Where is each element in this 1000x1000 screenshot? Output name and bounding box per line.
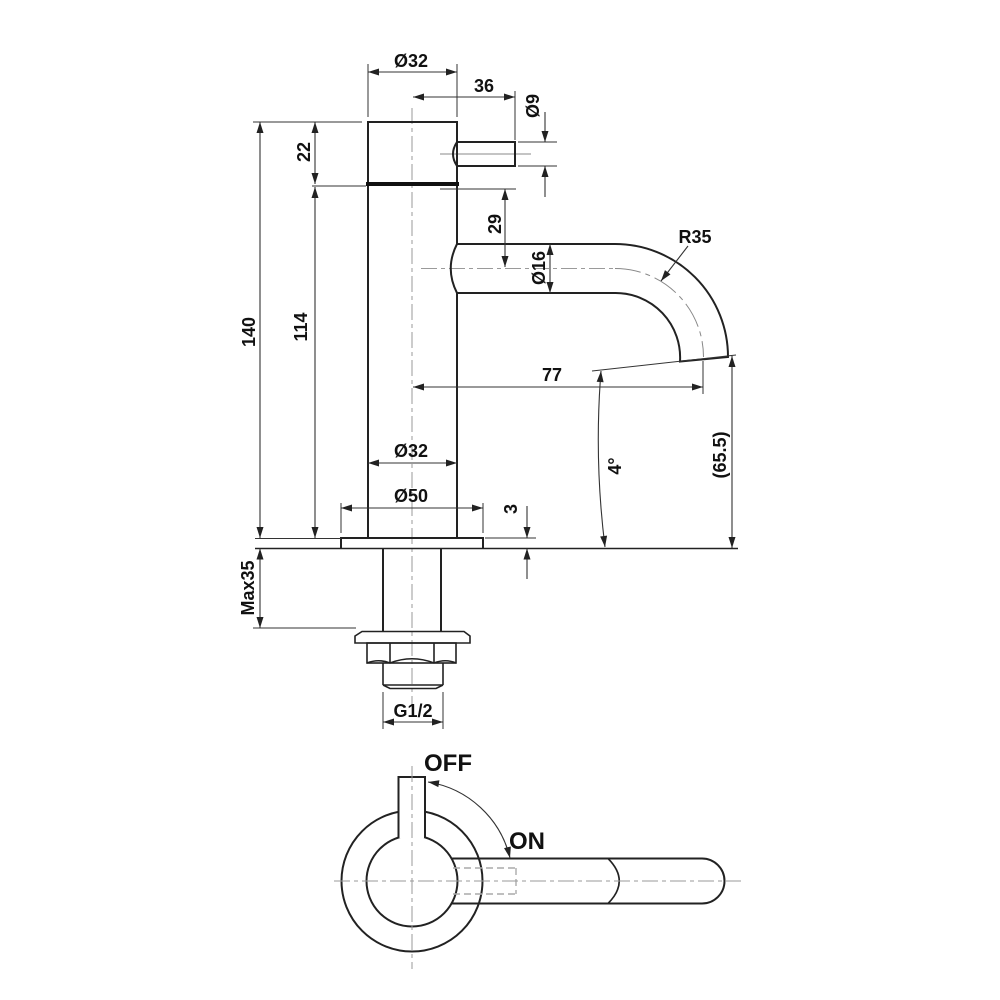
dim-total-height: 140 [239,122,264,538]
dim-handle-length-label: 36 [474,76,494,96]
spout-bend-centerline-arc [614,268,704,358]
thread-tail [382,663,444,690]
dim-max-deck-thickness-label: Max35 [238,560,258,615]
dim-bend-radius: R35 [660,227,712,282]
dim-body-height: 114 [291,187,319,538]
handle-outline [452,141,516,167]
label-off: OFF [424,750,472,777]
extension-lines [253,64,737,729]
dim-spout-diameter-label: Ø16 [529,251,549,285]
outlet-plane-extension [591,354,737,372]
dim-spout-reach-label: 77 [542,365,562,385]
dim-thread-size-label: G1/2 [393,701,432,721]
washer-outline [354,630,471,644]
dim-spout-diameter: Ø16 [529,244,554,293]
dim-cap-diameter-label: Ø32 [394,51,428,71]
dim-handle-diameter: Ø9 [523,94,549,197]
dim-cap-height-label: 22 [294,142,314,162]
front-view: Ø32 36 Ø9 22 140 114 29 Ø [238,51,738,729]
top-view: OFF ON [334,750,741,969]
dim-handle-length: 36 [413,76,515,101]
dim-body-diameter: Ø32 [368,441,457,467]
dim-spout-center-drop-label: 29 [485,214,505,234]
dim-cap-diameter: Ø32 [368,51,457,76]
label-on: ON [509,828,545,855]
dim-spout-center-drop: 29 [485,189,509,267]
dim-max-deck-thickness: Max35 [238,548,264,628]
dim-base-diameter-label: Ø50 [394,486,428,506]
top-spout-outline [451,857,726,905]
dim-outlet-angle-label: 4° [605,457,625,474]
dim-body-height-label: 114 [291,312,311,341]
dim-base-diameter: Ø50 [341,486,483,512]
hex-nut [366,642,457,664]
dim-bend-radius-label: R35 [678,227,711,247]
dim-outlet-angle: 4° [596,370,625,548]
dim-outlet-height-label: (65.5) [710,431,730,478]
rotation-arrow [427,780,511,859]
dim-outlet-height: (65.5) [710,356,736,548]
dim-body-diameter-label: Ø32 [394,441,428,461]
dim-spout-reach: 77 [413,365,703,391]
dim-total-height-label: 140 [239,317,259,347]
dim-thread-size: G1/2 [383,701,443,726]
dim-cap-height: 22 [294,122,319,184]
base-flange-outline [340,537,484,549]
spout-outline [449,243,730,363]
cap-outline [367,121,458,182]
dim-base-thickness: 3 [501,504,531,579]
dim-handle-diameter-label: Ø9 [523,94,543,118]
dim-base-thickness-label: 3 [501,504,521,514]
